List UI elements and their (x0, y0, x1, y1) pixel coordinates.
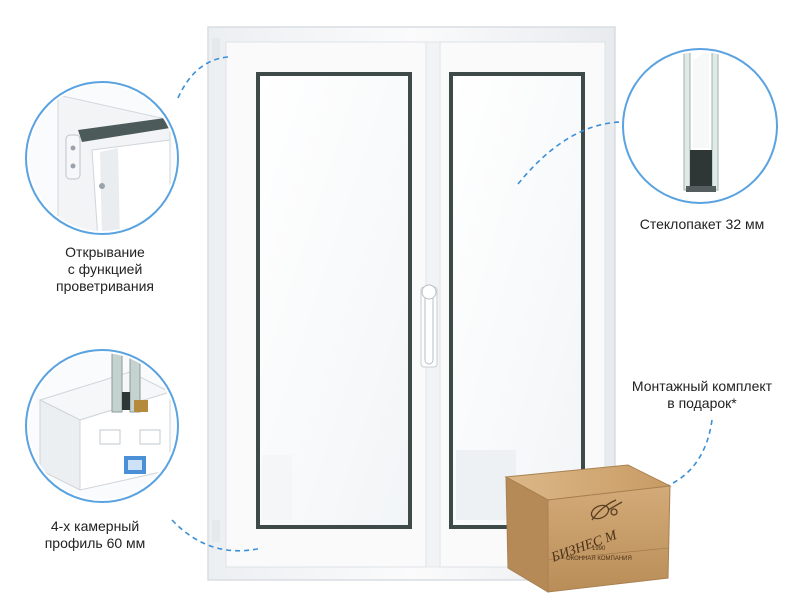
callout-line: 4-х камерный (50, 518, 140, 534)
box-tagline: ОКОННАЯ КОМПАНИЯ (566, 556, 632, 562)
connector-glass (517, 121, 629, 185)
box-year: 1990 (592, 546, 606, 552)
callout-line: в подарок* (667, 395, 737, 411)
box-logo-icon (590, 499, 623, 521)
connector-opening (177, 56, 229, 99)
left-glass-pane (260, 76, 408, 525)
glass-reflection (262, 455, 292, 520)
callout-line: с функцией (67, 261, 143, 277)
callout-label-kit: Монтажный комплект в подарок* (612, 378, 792, 412)
hinge-top (212, 38, 220, 60)
callout-label-profile: 4-х камерный профиль 60 мм (20, 518, 170, 552)
callout-label-opening: Открывание с функцией проветривания (20, 244, 190, 295)
callout-line: Открывание (65, 244, 145, 260)
mounting-kit-box: БИЗНЕС М 1990 ОКОННАЯ КОМПАНИЯ (504, 464, 672, 593)
callout-label-glass: Стеклопакет 32 мм (612, 216, 792, 233)
callout-circle-opening (25, 81, 179, 235)
callout-line: Стеклопакет 32 мм (639, 216, 765, 232)
connector-kit (664, 419, 713, 488)
callout-circle-profile (25, 349, 179, 503)
callout-circle-glass (622, 48, 778, 204)
window-handle (420, 284, 438, 368)
window (207, 26, 616, 581)
callout-line: проветривания (56, 278, 154, 294)
callout-line: Монтажный комплект (631, 378, 773, 394)
connector-profile (171, 519, 263, 552)
callout-line: профиль 60 мм (44, 535, 146, 551)
hinge-bottom (212, 520, 220, 542)
connector-lines (171, 56, 713, 552)
